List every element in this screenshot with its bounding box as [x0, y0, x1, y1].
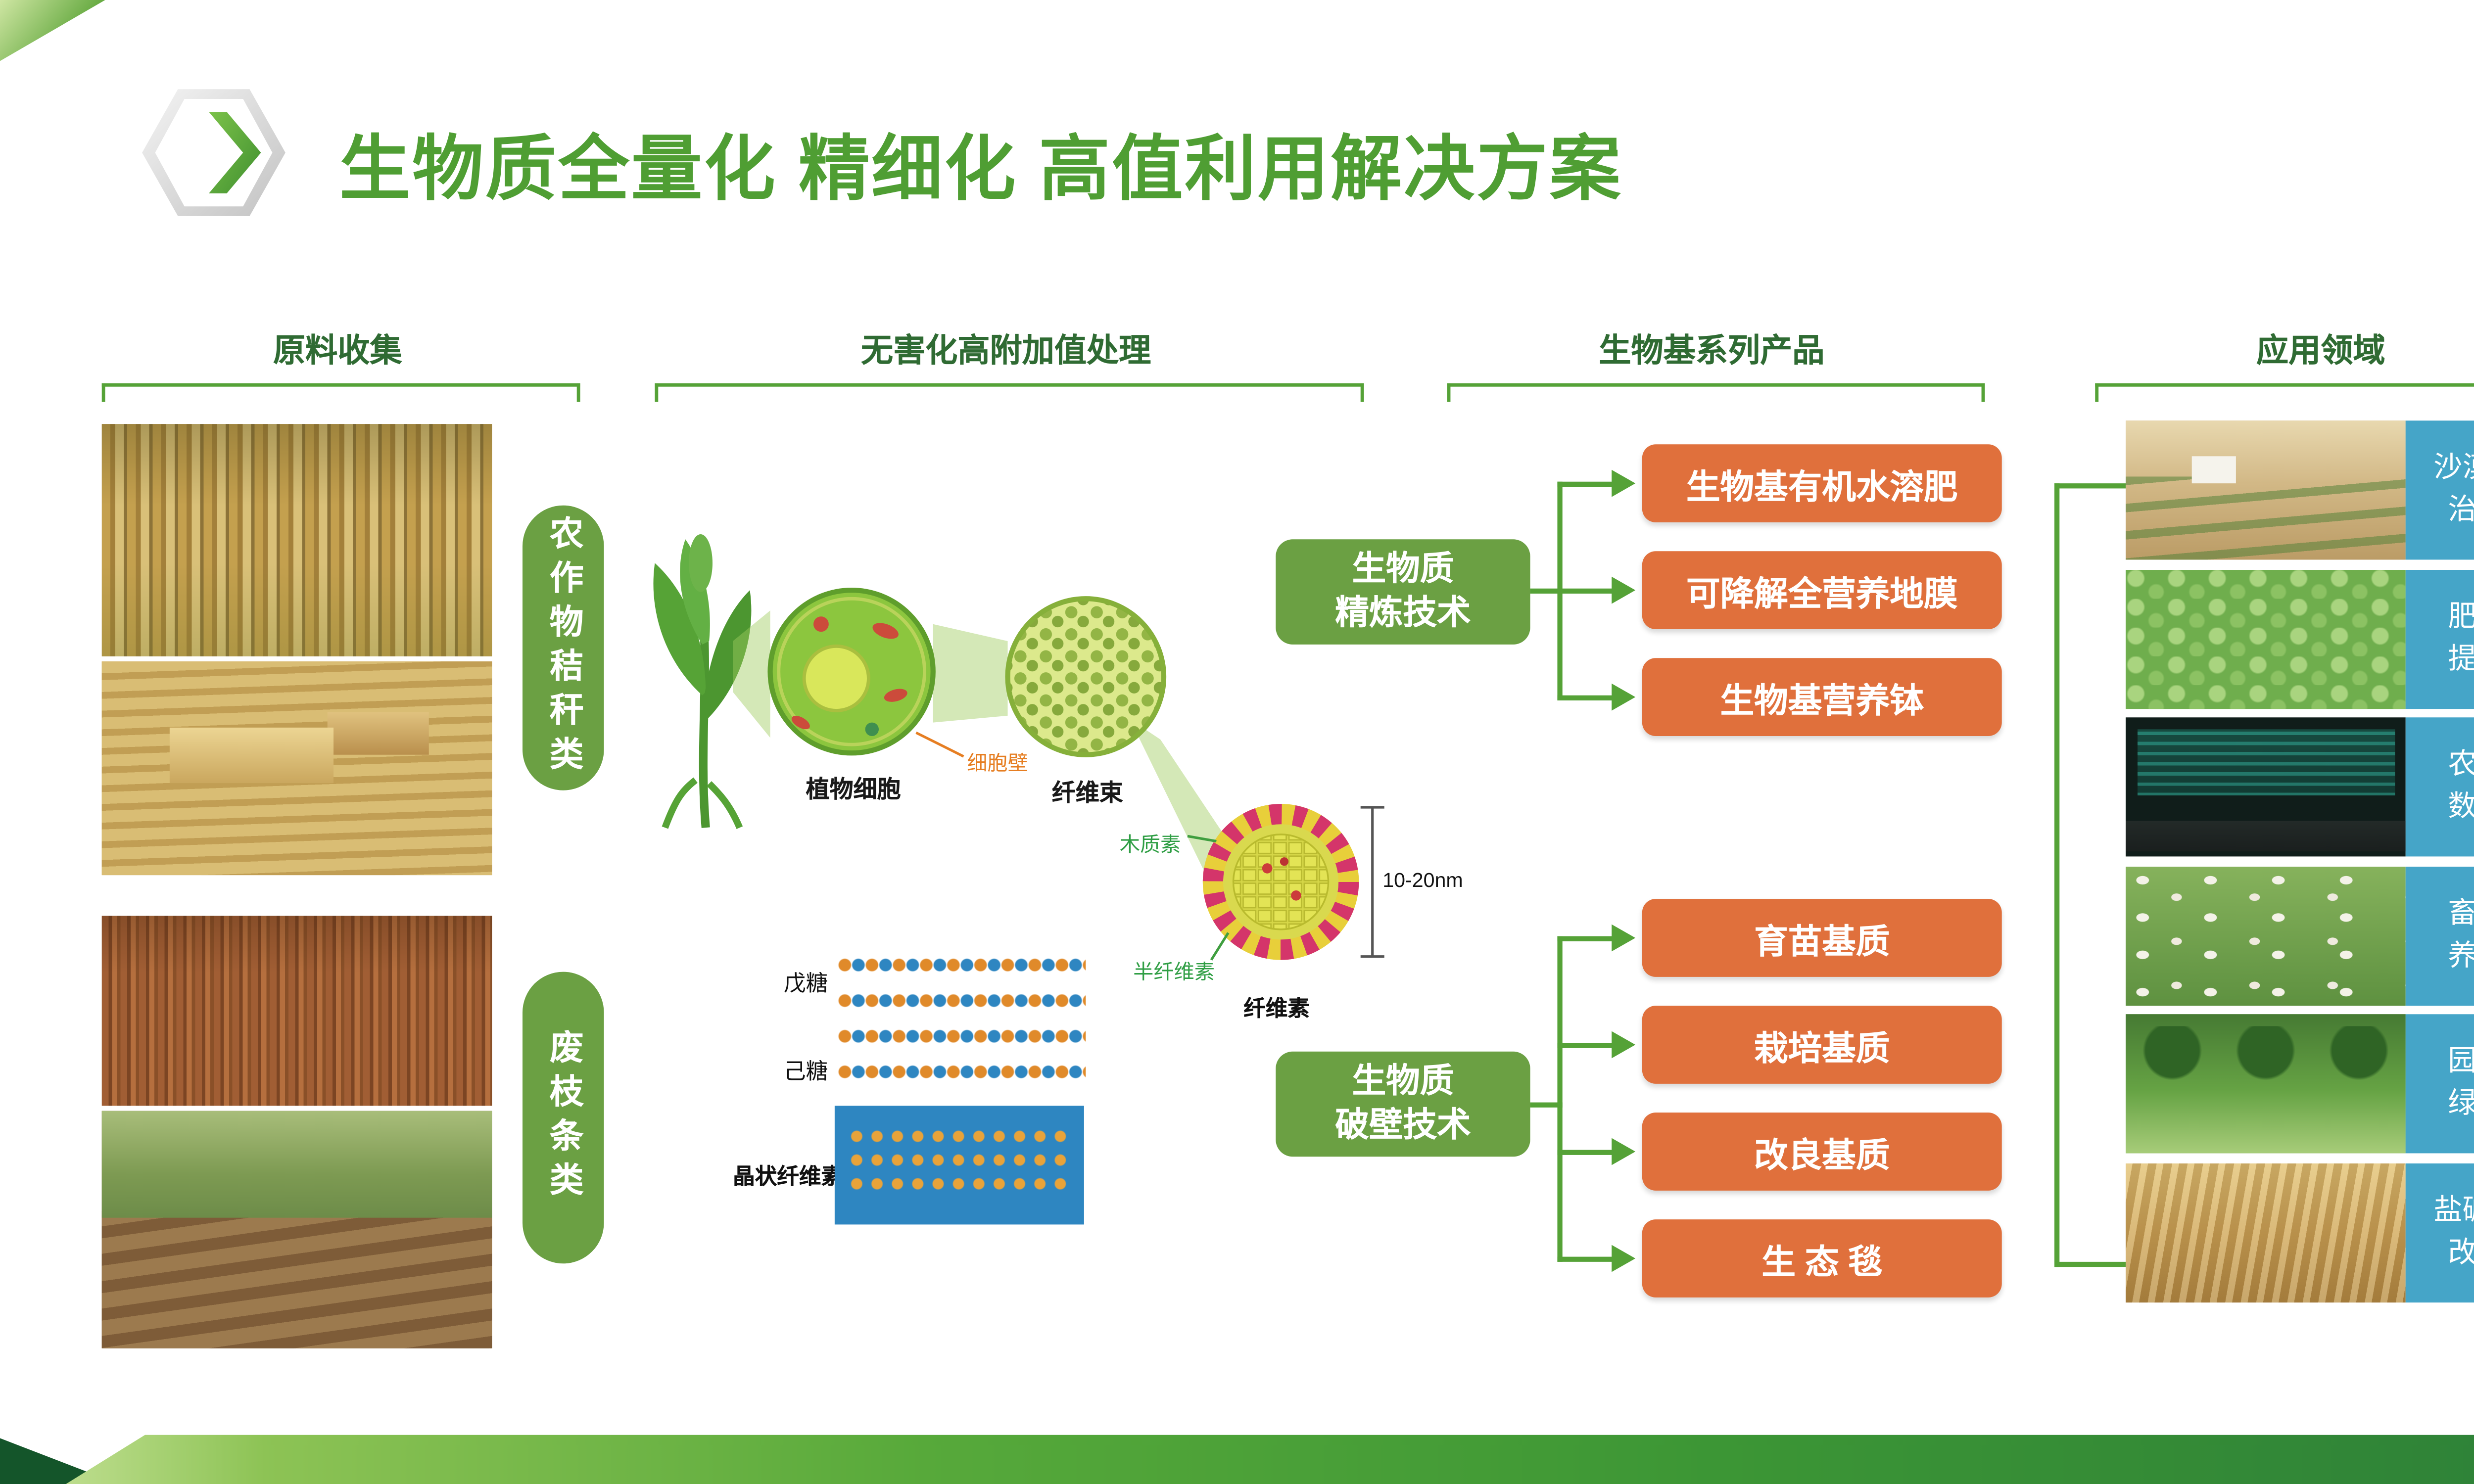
zoom-beam-2	[933, 624, 1008, 723]
crystalline-cellulose-panel	[834, 1106, 1084, 1225]
label-pentose: 戊糖	[783, 970, 828, 996]
zoom-beam-3	[1130, 719, 1235, 872]
product-box-water-soluble-fertilizer: 生物基有机水溶肥	[1642, 444, 2002, 522]
application-label-livestock: 畜牧 养殖	[2405, 866, 2474, 1006]
product-box-nutrient-pot: 生物基营养钵	[1642, 658, 2002, 736]
category-label-waste-branches: 废枝条类	[522, 972, 604, 1264]
photo-saline-soil	[2125, 1163, 2406, 1303]
application-label-agri-data: 农业 数据	[2405, 717, 2474, 857]
product-box-seedling-substrate: 育苗基质	[1642, 899, 2002, 977]
label-crystalline-cellulose: 晶状纤维素	[733, 1163, 844, 1189]
biomass-structure-diagram	[653, 534, 1384, 961]
arrow-right-icon	[1612, 1245, 1636, 1272]
bracket-processing	[655, 383, 1364, 402]
bracket-products	[1447, 383, 1985, 402]
applications-bracket-line	[2054, 482, 2060, 1266]
photo-straw-bales	[101, 661, 492, 876]
fiber-cross-section-illustration	[1202, 804, 1359, 960]
photo-sheep-grazing	[2125, 866, 2406, 1006]
connector-line	[1557, 1255, 1614, 1261]
connector-line	[1557, 1042, 1614, 1048]
bracket-raw-materials	[101, 383, 580, 402]
application-label-saline-soil: 盐碱地 改良	[2405, 1163, 2474, 1303]
section-header-raw-materials: 原料收集	[273, 334, 402, 370]
arrow-right-icon	[1612, 576, 1636, 604]
bottom-green-bar	[66, 1435, 2474, 1484]
photo-garden-greening	[2125, 1014, 2406, 1154]
label-hexose: 己糖	[783, 1058, 828, 1084]
photo-red-branches	[101, 916, 492, 1106]
sugar-chain-row	[838, 992, 1086, 1009]
label-cellulose: 纤维素	[1243, 995, 1310, 1021]
product-box-degradable-mulch-film: 可降解全营养地膜	[1642, 551, 2002, 629]
application-label-landscaping: 园林 绿化	[2405, 1014, 2474, 1154]
bracket-applications	[2095, 383, 2474, 402]
photo-agri-data-screens	[2125, 717, 2406, 857]
connector-line	[1557, 935, 1614, 941]
sugar-chain-row	[838, 1027, 1086, 1045]
photo-orchard-prunings	[101, 1111, 492, 1348]
page-title: 生物质全量化 精细化 高值利用解决方案	[339, 129, 1622, 209]
cellulose-chain-row	[850, 1129, 1069, 1143]
sugar-chain-row	[838, 1063, 1086, 1080]
arrow-right-icon	[1612, 1138, 1636, 1165]
photo-desert-control	[2125, 420, 2406, 560]
fiber-bundle-illustration	[1005, 596, 1167, 757]
plant-illustration	[653, 534, 752, 829]
arrow-right-icon	[1612, 1031, 1636, 1059]
label-hemicellulose: 半纤维素	[1133, 960, 1215, 984]
product-box-cultivation-substrate: 栽培基质	[1642, 1006, 2002, 1084]
section-header-applications: 应用领域	[2256, 334, 2385, 370]
lignin-leader-line	[1187, 835, 1217, 843]
photo-cabbage-field	[2125, 569, 2406, 709]
product-box-improvement-substrate: 改良基质	[1642, 1113, 2002, 1191]
category-label-crop-straw: 农作物秸秆类	[522, 505, 604, 790]
connector-line	[1557, 480, 1614, 486]
tech-box-wall-breaking: 生物质 破壁技术	[1276, 1051, 1530, 1157]
hemicellulose-leader-line	[1210, 932, 1230, 961]
connector-line	[1557, 694, 1614, 700]
tech-box-refining: 生物质 精炼技术	[1276, 539, 1530, 645]
applications-bracket-line	[2054, 1261, 2126, 1266]
cell-wall-leader-line	[915, 731, 964, 758]
arrow-right-icon	[1612, 683, 1636, 711]
connector-line	[1530, 587, 1614, 593]
cellulose-chain-row	[850, 1153, 1069, 1167]
applications-bracket-line	[2054, 482, 2126, 488]
size-measure-line	[1360, 806, 1384, 958]
corner-decoration-top-left	[0, 0, 105, 61]
label-plant-cell: 植物细胞	[806, 775, 901, 802]
application-label-desertification: 沙漠化 治理	[2405, 420, 2474, 560]
product-box-eco-blanket: 生 态 毯	[1642, 1219, 2002, 1298]
section-header-products: 生物基系列产品	[1599, 334, 1825, 370]
hexagon-chevron-icon	[142, 89, 285, 216]
connector-line	[1557, 935, 1563, 1261]
sugar-chain-row	[838, 956, 1086, 974]
connector-line	[1557, 1149, 1614, 1155]
label-fiber-size: 10-20nm	[1382, 868, 1463, 892]
label-cell-wall: 细胞壁	[967, 751, 1028, 775]
section-header-processing: 无害化高附加值处理	[860, 334, 1151, 370]
photo-crop-straw-field	[101, 424, 492, 656]
zoom-beam-1	[733, 610, 770, 738]
arrow-right-icon	[1612, 924, 1636, 952]
cellulose-chain-row	[850, 1177, 1069, 1191]
label-fiber-bundle: 纤维束	[1051, 778, 1123, 806]
application-label-fertility: 肥力 提升	[2405, 569, 2474, 709]
label-lignin: 木质素	[1119, 833, 1181, 857]
plant-cell-illustration	[767, 587, 936, 756]
connector-line	[1530, 1101, 1563, 1107]
arrow-right-icon	[1612, 469, 1636, 497]
